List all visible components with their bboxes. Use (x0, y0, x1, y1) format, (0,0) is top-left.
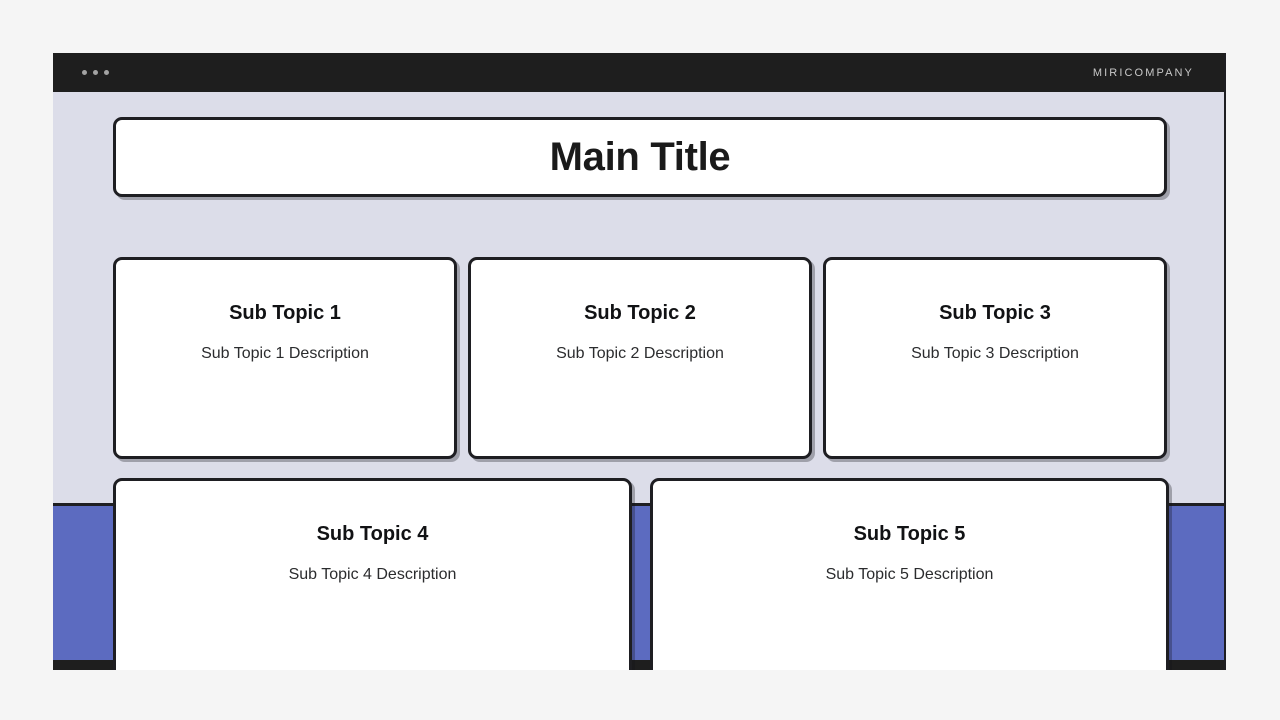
window-dot-icon-1[interactable] (82, 70, 87, 75)
window-dot-icon-3[interactable] (104, 70, 109, 75)
sub-topic-title: Sub Topic 3 (939, 302, 1051, 324)
sub-topic-card-2[interactable]: Sub Topic 2 Sub Topic 2 Description (468, 257, 812, 459)
sub-topic-description: Sub Topic 5 Description (825, 566, 994, 583)
presentation-window: MIRICOMPANY Main Title Sub Topic 1 Sub T… (53, 53, 1226, 670)
sub-topic-title: Sub Topic 2 (584, 302, 696, 324)
sub-topic-card-4[interactable]: Sub Topic 4 Sub Topic 4 Description (113, 478, 632, 670)
sub-topic-description: Sub Topic 4 Description (288, 566, 457, 583)
slide-canvas: Main Title Sub Topic 1 Sub Topic 1 Descr… (53, 92, 1224, 670)
sub-topic-title: Sub Topic 5 (853, 523, 966, 545)
sub-topic-card-5[interactable]: Sub Topic 5 Sub Topic 5 Description (650, 478, 1169, 670)
sub-topic-title: Sub Topic 4 (316, 523, 429, 545)
sub-topic-title: Sub Topic 1 (229, 302, 341, 324)
window-controls[interactable] (82, 70, 109, 75)
sub-topic-card-1[interactable]: Sub Topic 1 Sub Topic 1 Description (113, 257, 457, 459)
sub-topic-description: Sub Topic 2 Description (556, 345, 724, 362)
main-title-card[interactable]: Main Title (113, 117, 1167, 197)
sub-topic-card-3[interactable]: Sub Topic 3 Sub Topic 3 Description (823, 257, 1167, 459)
window-dot-icon-2[interactable] (93, 70, 98, 75)
sub-topic-description: Sub Topic 3 Description (911, 345, 1079, 362)
slide-footer-bar (53, 660, 1224, 670)
page-title: Main Title (549, 134, 731, 179)
sub-topic-description: Sub Topic 1 Description (201, 345, 369, 362)
window-titlebar: MIRICOMPANY (53, 53, 1224, 92)
brand-label: MIRICOMPANY (1092, 66, 1194, 79)
